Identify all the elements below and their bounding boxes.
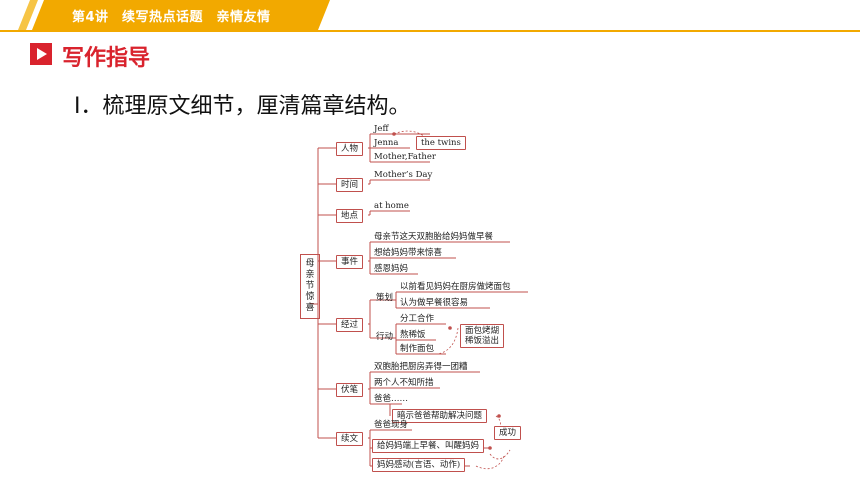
- planning-item: 认为做早餐很容易: [400, 298, 469, 308]
- event-item: 母亲节这天双胞胎给妈妈做早餐: [374, 232, 494, 242]
- action-label: 行动: [376, 332, 394, 342]
- mind-map: 母亲节惊喜 人物 时间 地点 事件 经过 伏笔 续文 Jeff Jenna Mo…: [290, 124, 540, 480]
- subtitle: Ⅰ．梳理原文细节，厘清篇章结构。: [74, 94, 411, 119]
- category-place: 地点: [336, 209, 364, 223]
- action-item: 分工合作: [400, 314, 435, 324]
- planning-item: 以前看见妈妈在厨房做烤面包: [400, 282, 511, 292]
- play-icon: [30, 43, 52, 65]
- header-band: 第4讲 续写热点话题 亲情友情: [0, 0, 860, 32]
- category-event: 事件: [336, 255, 364, 269]
- action-result-box: 面包烤煳 稀饭溢出: [460, 324, 505, 348]
- event-item: 想给妈妈带来惊喜: [374, 248, 443, 258]
- action-result-item: 面包烤煳: [465, 326, 500, 336]
- mind-map-connectors: [310, 130, 528, 470]
- section-title-text: 写作指导: [62, 46, 151, 71]
- mind-map-root: 母亲节惊喜: [300, 254, 320, 319]
- time-value: Mother’s Day: [374, 170, 433, 180]
- header-band-shape: [0, 0, 860, 32]
- character-jeff: Jeff: [374, 124, 389, 134]
- category-time: 时间: [336, 178, 364, 192]
- success-box: 成功: [494, 426, 522, 440]
- foreshadow-item: 双胞胎把厨房弄得一团糟: [374, 362, 468, 372]
- event-item: 感恩妈妈: [374, 264, 409, 274]
- category-foreshadow: 伏笔: [336, 383, 364, 397]
- character-parents: Mother,Father: [374, 152, 436, 162]
- foreshadow-item: 爸爸……: [374, 394, 409, 404]
- category-continuation: 续文: [336, 432, 364, 446]
- hint-box: 暗示爸爸帮助解决问题: [392, 409, 488, 423]
- action-item: 熬稀饭: [400, 330, 426, 340]
- planning-label: 策划: [376, 293, 394, 303]
- continuation-item: 妈妈感动(言语、动作): [372, 458, 466, 472]
- category-characters: 人物: [336, 142, 364, 156]
- continuation-item: 爸爸现身: [374, 420, 409, 430]
- action-item: 制作面包: [400, 344, 435, 354]
- character-twins: the twins: [416, 136, 466, 150]
- place-value: at home: [374, 201, 409, 211]
- action-result-item: 稀饭溢出: [465, 336, 500, 346]
- character-jenna: Jenna: [374, 138, 399, 148]
- category-process: 经过: [336, 318, 364, 332]
- header-title: 第4讲 续写热点话题 亲情友情: [72, 10, 271, 25]
- foreshadow-item: 两个人不知所措: [374, 378, 434, 388]
- continuation-item: 给妈妈端上早餐、叫醒妈妈: [372, 439, 485, 453]
